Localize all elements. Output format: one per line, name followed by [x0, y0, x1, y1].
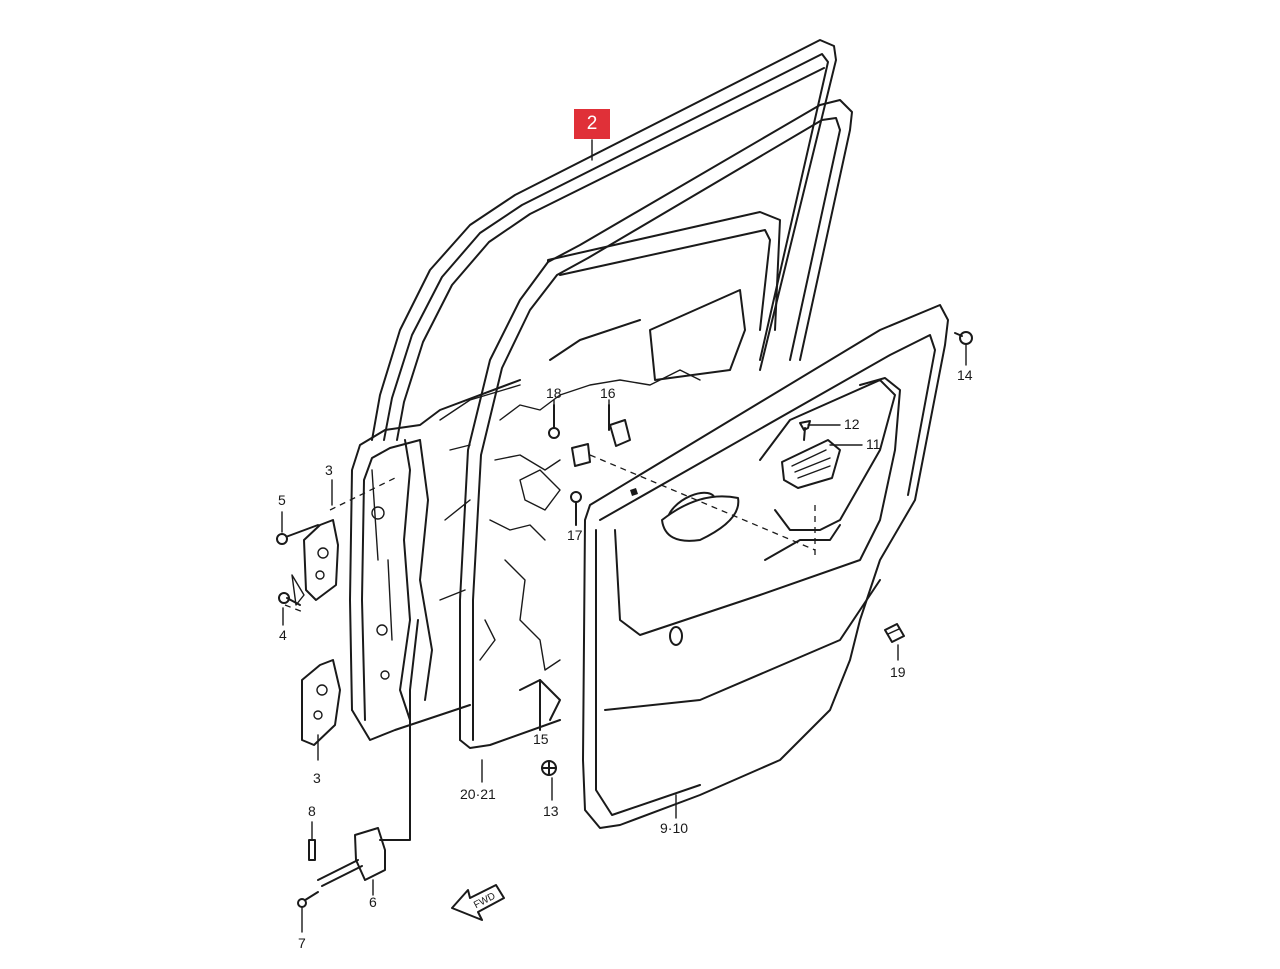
screw-12 [799, 420, 811, 441]
alignment-lines [284, 454, 816, 613]
callout-16[interactable]: 16 [600, 385, 616, 401]
callout-2[interactable]: 2 [586, 113, 598, 134]
nut-18 [548, 404, 591, 467]
callout-19[interactable]: 19 [890, 664, 906, 680]
callout-17[interactable]: 17 [567, 527, 583, 543]
callout-14[interactable]: 14 [957, 367, 973, 383]
upper-hinge-bolt-5 [276, 524, 319, 545]
upper-hinge [291, 519, 339, 606]
callout-3-upper[interactable]: 3 [325, 462, 333, 478]
callout-12[interactable]: 12 [844, 416, 860, 432]
callout-13[interactable]: 13 [543, 803, 559, 819]
door-check [317, 619, 419, 887]
inside-handle-16 [608, 404, 631, 447]
door-weatherstrip-outer [371, 39, 837, 441]
clip-13 [541, 760, 557, 776]
clip-19 [884, 623, 905, 643]
fwd-arrow: FWD [451, 884, 505, 921]
callout-8[interactable]: 8 [308, 803, 316, 819]
screw-8 [308, 839, 316, 861]
callout-4[interactable]: 4 [279, 627, 287, 643]
callout-20-21[interactable]: 20·21 [460, 786, 496, 802]
callout-9-10[interactable]: 9·10 [660, 820, 689, 836]
highlight-badge-bg [574, 109, 610, 139]
door-sash [459, 99, 853, 749]
callout-3-lower[interactable]: 3 [313, 770, 321, 786]
leader-lines [281, 139, 967, 933]
screw-14 [954, 331, 973, 345]
upper-hinge-bolt-4 [278, 592, 301, 606]
callout-7[interactable]: 7 [298, 935, 306, 951]
door-trim-panel [582, 304, 949, 829]
door-shell [349, 379, 521, 741]
switch-bezel [781, 439, 841, 489]
callout-11[interactable]: 11 [866, 436, 881, 452]
callout-5[interactable]: 5 [278, 492, 286, 508]
callout-6[interactable]: 6 [369, 894, 377, 910]
callout-18[interactable]: 18 [546, 385, 562, 401]
screw-7 [297, 891, 319, 908]
lower-hinge [301, 659, 341, 746]
callout-15[interactable]: 15 [533, 731, 549, 747]
